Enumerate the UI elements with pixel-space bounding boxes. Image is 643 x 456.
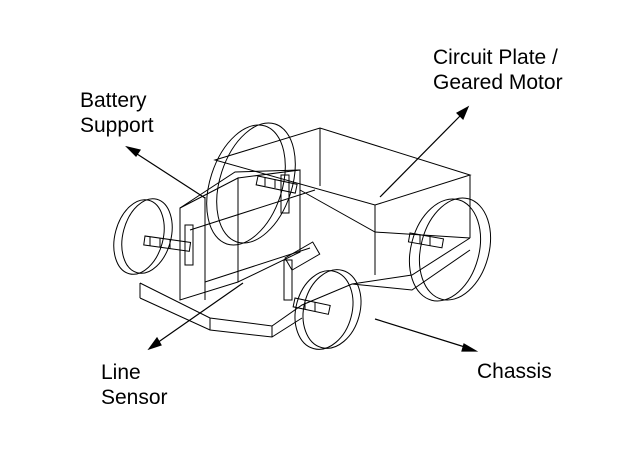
line-sensor-arrow	[156, 282, 244, 344]
axles	[143, 175, 445, 315]
rear-right-wheel	[409, 197, 491, 302]
line-sensor-label-line1: Line	[101, 361, 141, 384]
brackets	[184, 174, 321, 301]
battery-support-arrowhead	[125, 145, 141, 157]
battery-support-arrow	[133, 151, 206, 199]
front-right-wheel	[294, 269, 362, 350]
battery-support-label: Battery Support	[80, 88, 154, 138]
rear-left-wheel	[206, 122, 296, 246]
battery-support-label-line1: Battery	[80, 89, 147, 112]
chassis-plate	[139, 189, 471, 338]
circuit-plate-arrow	[379, 115, 461, 198]
arrows	[125, 105, 479, 352]
circuit-plate-label-line1: Circuit Plate /	[433, 46, 558, 69]
circuit-plate-arrowhead	[456, 105, 470, 121]
front-left-wheel	[113, 198, 173, 275]
chassis-arrowhead	[461, 343, 479, 352]
line-sensor-label-line2: Sensor	[101, 386, 168, 409]
chassis-label: Chassis	[477, 360, 552, 383]
line-sensor-arrowhead	[147, 336, 162, 351]
chassis-arrow	[374, 318, 469, 349]
circuit-plate-box	[213, 127, 472, 275]
circuit-plate-label-line2: Geared Motor	[433, 71, 563, 94]
circuit-plate-label: Circuit Plate / Geared Motor	[433, 45, 563, 95]
battery-support-box	[179, 169, 301, 301]
battery-support-label-line2: Support	[80, 114, 154, 137]
line-sensor-label: Line Sensor	[101, 360, 168, 410]
